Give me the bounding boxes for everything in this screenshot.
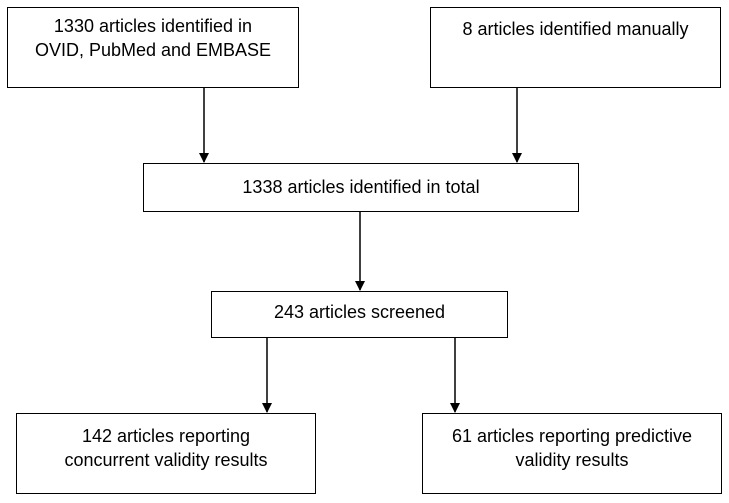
box-concurrent-validity: 142 articles reporting concurrent validi… [16,413,316,494]
box-articles-identified-total: 1338 articles identified in total [143,163,579,212]
box-text-line: 1330 articles identified in [53,16,253,36]
box-articles-identified-databases: 1330 articles identified in OVID, PubMed… [7,7,299,88]
box-predictive-validity: 61 articles reporting predictive validit… [422,413,722,494]
box-text-line: 61 articles reporting predictive [451,426,693,446]
box-text: 61 articles reporting predictive validit… [452,424,692,472]
box-text-line: 142 articles reporting [81,426,251,446]
box-text-line: validity results [515,450,629,470]
box-text-line: OVID, PubMed and EMBASE [34,40,272,60]
box-text: 1338 articles identified in total [242,175,479,199]
box-text-line: 1338 articles identified in total [242,177,480,197]
box-text-line: concurrent validity results [64,450,268,470]
box-text: 1330 articles identified in OVID, PubMed… [35,14,271,62]
box-text: 142 articles reporting concurrent validi… [64,424,267,472]
box-text-line: 8 articles identified manually [462,19,689,39]
box-text: 243 articles screened [274,300,445,324]
box-articles-identified-manually: 8 articles identified manually [430,7,721,88]
box-articles-screened: 243 articles screened [211,291,508,338]
box-text: 8 articles identified manually [462,17,688,41]
box-text-line: 243 articles screened [273,302,446,322]
